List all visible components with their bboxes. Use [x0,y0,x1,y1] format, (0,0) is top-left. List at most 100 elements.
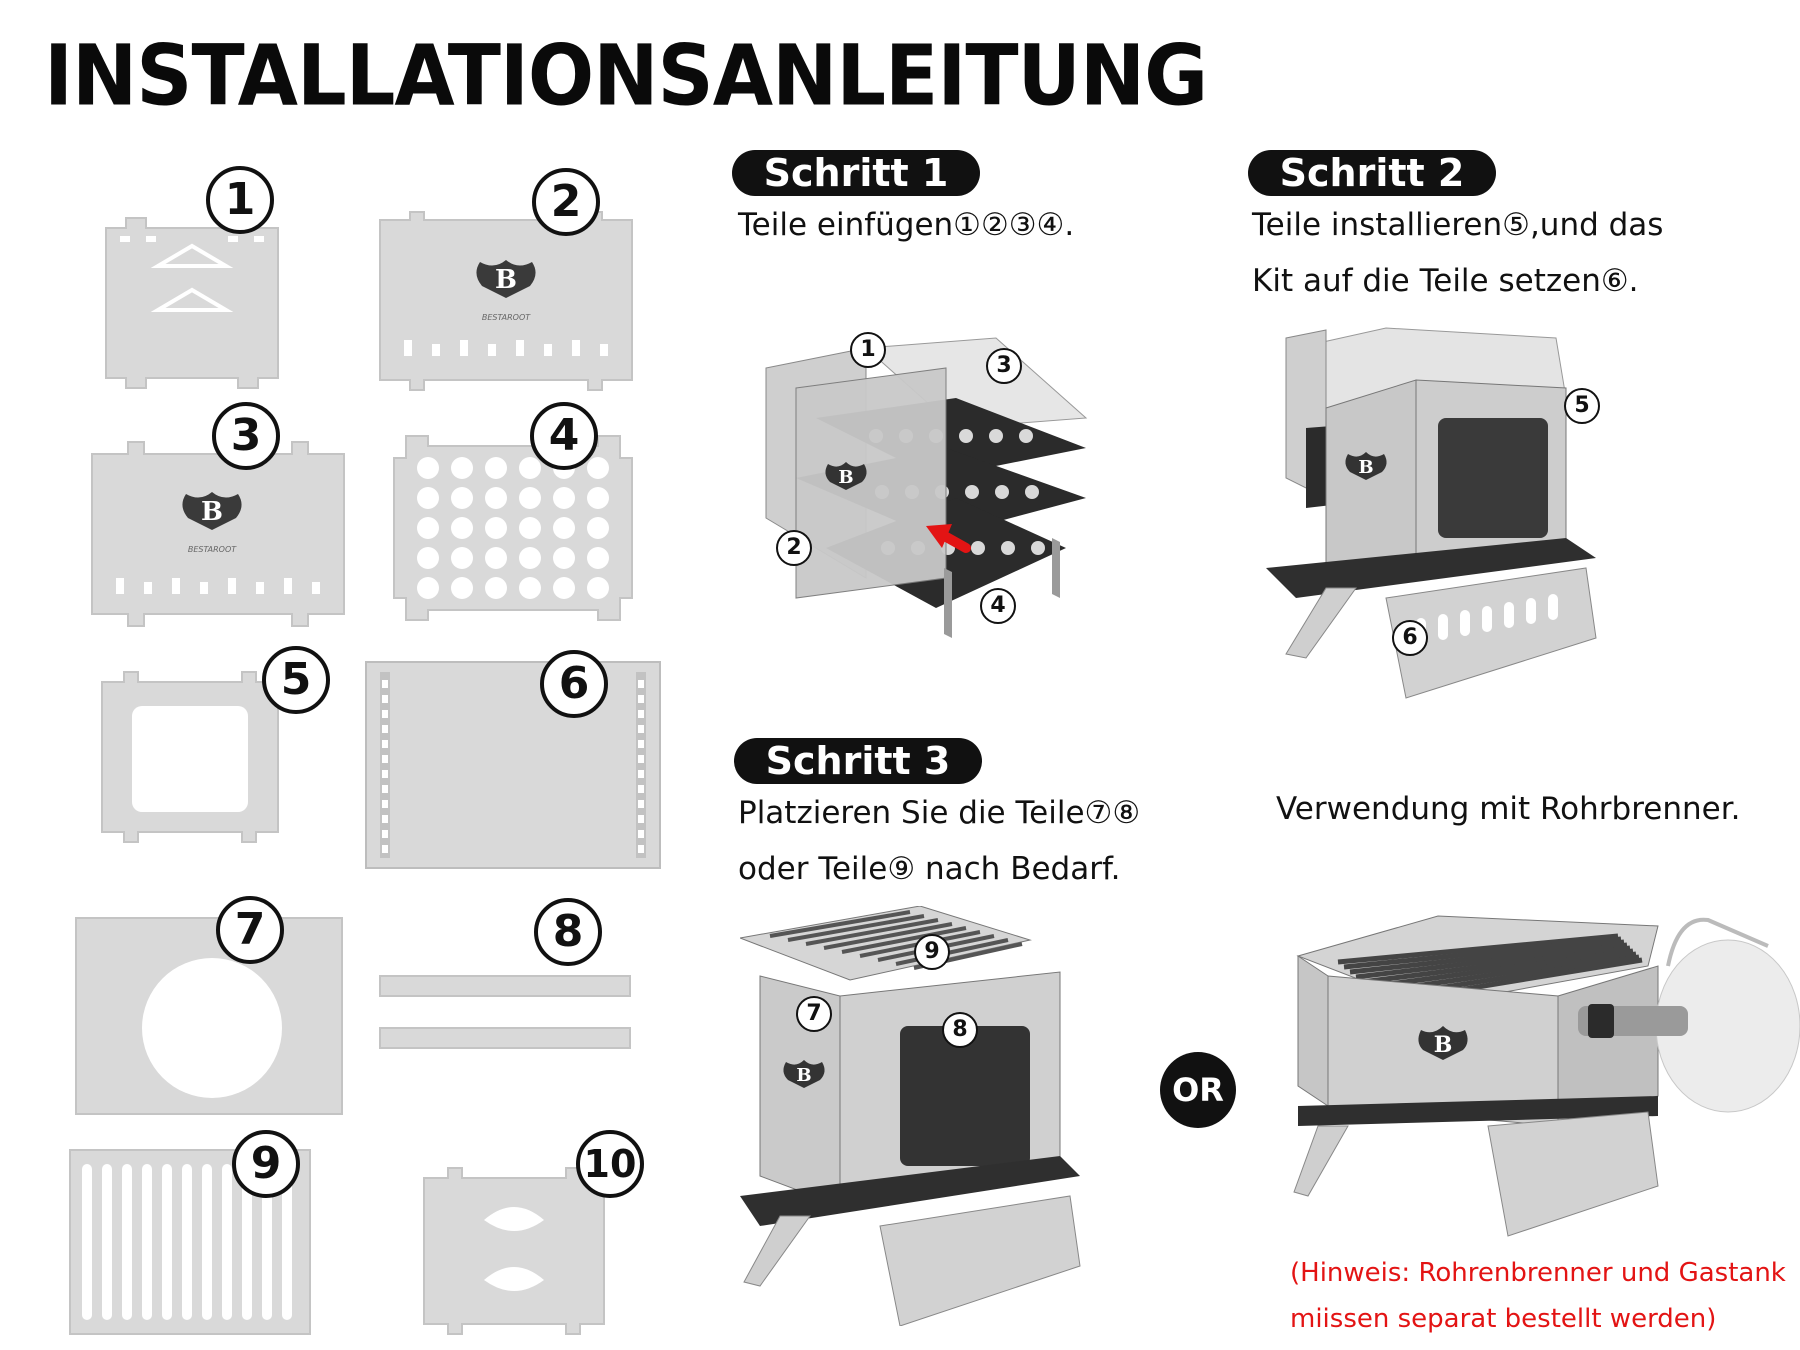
grill-hole [587,577,609,599]
or-badge: OR [1160,1052,1236,1128]
grill-hole [965,485,979,499]
step-2-label: Schritt 2 [1248,150,1496,196]
grate-bar [895,938,1009,966]
grate-bar [841,926,967,954]
step-2-instruction-line-2: Kit auf die Teile setzen⑥. [1252,263,1639,299]
grate-bar [1355,942,1628,980]
step-1-callout-3: 3 [986,348,1022,384]
grate-slot [122,1164,132,1320]
part-number-1: 1 [206,166,274,234]
slot [382,740,388,748]
grill-hole [519,517,541,539]
grill-hole [1001,541,1015,555]
part-3-panel: B BESTAROOT [91,441,345,627]
grill-hole [553,547,575,569]
svg-text:BESTAROOT: BESTAROOT [188,545,237,554]
step-2-callout-6: 6 [1392,620,1428,656]
step-2-assembly-illustration: B [1266,318,1606,713]
step-3-callout-9: 9 [914,934,950,970]
grill-hole [417,547,439,569]
slot [1548,594,1558,620]
grill-hole [553,487,575,509]
slot [1526,598,1536,624]
grill-hole [519,487,541,509]
grill-hole [417,577,439,599]
grate-slot [182,1164,192,1320]
step-1-assembly-illustration: B [756,328,1096,643]
slot [1504,602,1514,628]
part-number-10: 10 [576,1130,644,1198]
grill-hole [485,457,507,479]
step-3-callout-8: 8 [942,1012,978,1048]
slot [382,815,388,823]
slot [382,830,388,838]
slot [638,695,644,703]
slot [638,740,644,748]
step-3-instruction-line-2: oder Teile⑨ nach Bedarf. [738,851,1121,887]
part-number-5: 5 [262,646,330,714]
part-6-base-plate [365,661,661,869]
burner-note: (Hinweis: Rohrenbrenner und Gastank miis… [1290,1250,1786,1342]
grill-hole [587,487,609,509]
slot [638,800,644,808]
grate-bar [1361,945,1631,985]
grill-hole [587,457,609,479]
grate-slot [82,1164,92,1320]
slot [382,785,388,793]
grill-hole [519,577,541,599]
slot [638,725,644,733]
step-3-callout-7: 7 [796,996,832,1032]
grill-hole [959,429,973,443]
grate-slot [242,1164,252,1320]
grate-slot [222,1164,232,1320]
step-3-label: Schritt 3 [734,738,982,784]
grill-hole [1025,485,1039,499]
slot [638,680,644,688]
step-1-callout-1: 1 [850,332,886,368]
grill-hole [1031,541,1045,555]
part-8-bars [379,975,631,1052]
step-1-instruction: Teile einfügen①②③④. [738,207,1075,243]
grill-hole [1019,429,1033,443]
grill-hole [451,577,473,599]
grill-hole [587,517,609,539]
grill-hole [485,517,507,539]
grill-hole [971,541,985,555]
grill-hole [553,517,575,539]
step-1-callout-4: 4 [980,588,1016,624]
grill-hole [417,457,439,479]
slot [382,710,388,718]
slot [382,725,388,733]
grill-hole [485,577,507,599]
grill-hole [451,547,473,569]
grill-hole [995,485,1009,499]
slot [638,815,644,823]
grate-slot [282,1164,292,1320]
part-number-6: 6 [540,650,608,718]
slot [638,755,644,763]
grate-slot [202,1164,212,1320]
svg-text:B: B [796,1065,811,1086]
part-7-burner-plate [75,917,343,1115]
svg-text:B: B [495,265,517,295]
svg-text:B: B [1434,1032,1453,1058]
grate-bar [805,918,939,946]
step-2-instruction-line-1: Teile installieren⑤,und das [1252,207,1664,243]
grill-hole [989,429,1003,443]
part-number-8: 8 [534,898,602,966]
grill-hole [417,517,439,539]
slot [638,845,644,853]
part-number-4: 4 [530,402,598,470]
part-1-panel [105,217,279,389]
slot [382,680,388,688]
slot [638,830,644,838]
grill-hole [485,547,507,569]
grate-bar [787,914,925,942]
slot [1460,610,1470,636]
burner-usage-caption: Verwendung mit Rohrbrenner. [1276,791,1741,827]
grill-hole [451,487,473,509]
grate-bar [1349,939,1625,975]
step-1-callout-2: 2 [776,530,812,566]
grill-hole [519,457,541,479]
part-number-7: 7 [216,896,284,964]
